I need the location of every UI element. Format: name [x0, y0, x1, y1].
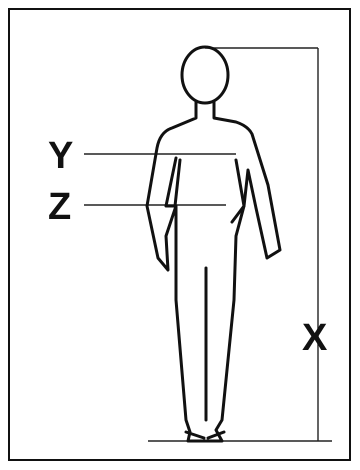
figure-left-arm — [164, 156, 182, 208]
figure-head — [180, 45, 230, 105]
y-label: Y — [48, 135, 73, 177]
x-label: X — [302, 317, 328, 359]
human-figure-icon — [145, 45, 282, 443]
figure-feet — [184, 430, 226, 440]
z-label: Z — [48, 186, 71, 228]
figure-body-outline — [145, 100, 282, 443]
figure-right-arm — [230, 158, 246, 224]
diagram-border — [8, 8, 351, 461]
